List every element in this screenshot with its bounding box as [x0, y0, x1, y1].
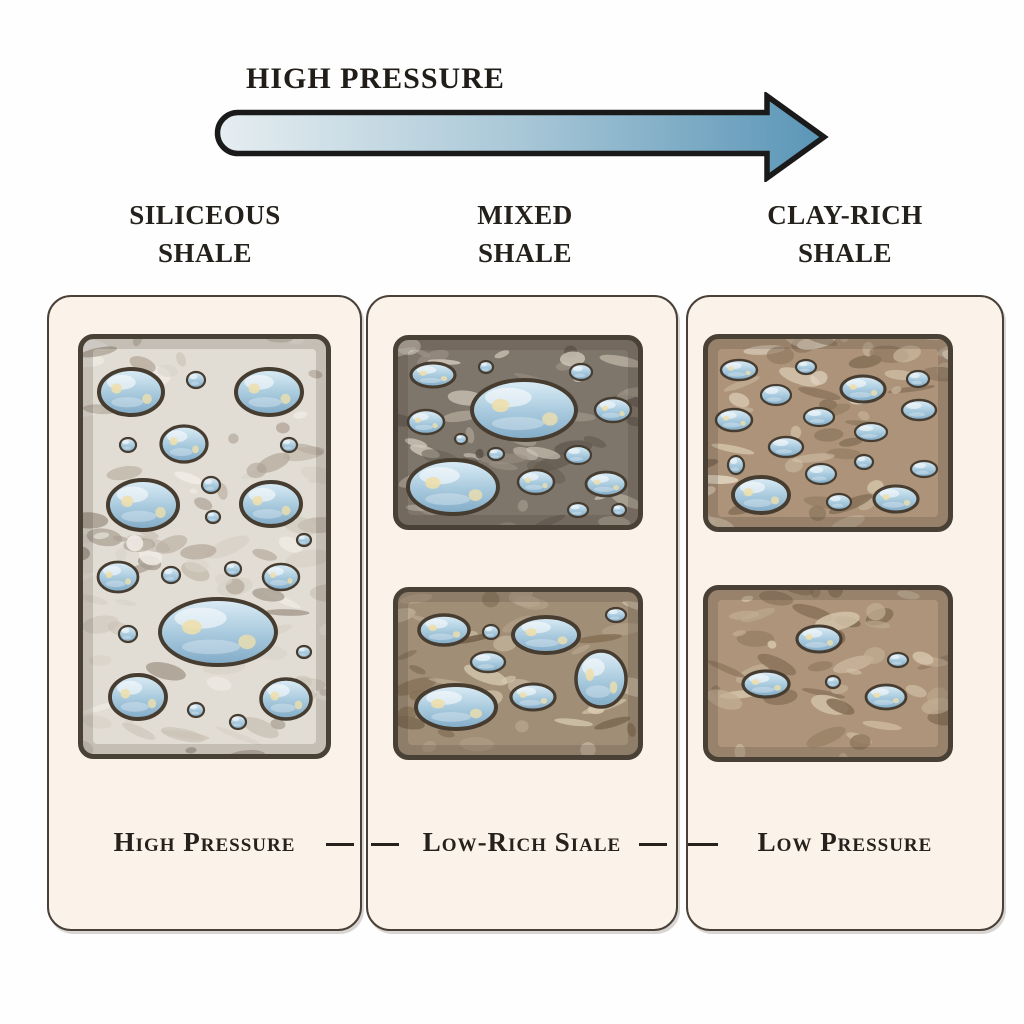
rock-panel-clay-bottom — [703, 585, 953, 762]
column-bottom-label-low-rich-siale: Low-Rich Siale — [422, 827, 622, 857]
column-title-siliceous-shale: SILICEOUS SHALE — [129, 200, 281, 269]
column-mixed-shale: Low-Rich Siale — [366, 295, 678, 931]
rock-panel-clay-top — [703, 334, 953, 532]
label-connector-dash — [639, 843, 667, 846]
rock-panel-siliceous — [78, 334, 331, 759]
column-title-mixed-shale: MIXED SHALE — [477, 200, 573, 269]
pressure-arrow-icon — [214, 92, 829, 182]
column-bottom-label-high-pressure: High Pressure — [113, 827, 296, 857]
label-connector-dash — [371, 843, 399, 846]
column-clay-rich-shale: Low Pressure — [686, 295, 1004, 931]
label-connector-dash — [688, 843, 718, 846]
rock-panel-mixed-top — [393, 335, 643, 530]
page-title: HIGH PRESSURE — [246, 62, 505, 95]
rock-panel-mixed-bottom — [393, 587, 643, 760]
column-siliceous-shale: High Pressure — [47, 295, 362, 931]
column-bottom-label-low-pressure: Low Pressure — [757, 827, 933, 857]
label-connector-dash — [326, 843, 354, 846]
column-title-clay-rich-shale: CLAY-RICH SHALE — [767, 200, 923, 269]
